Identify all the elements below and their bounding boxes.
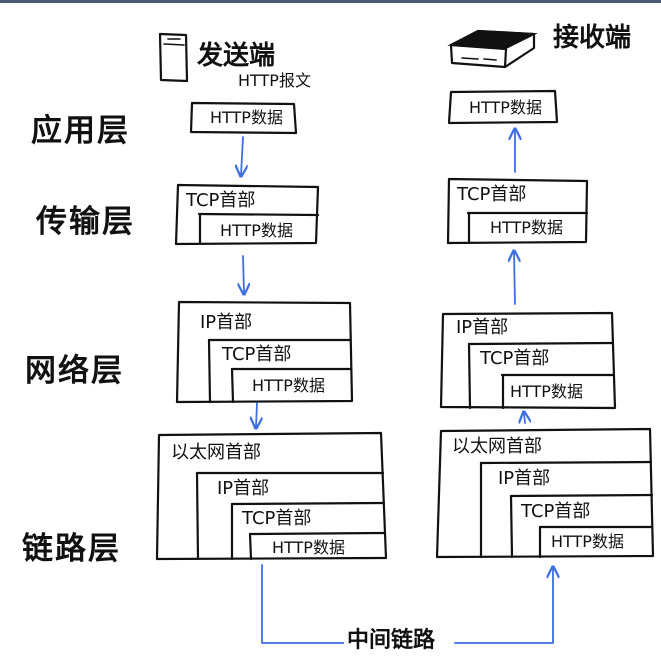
receiver-network-http-data: HTTP数据 (510, 382, 583, 401)
layer-label-transport: 传输层 (36, 204, 135, 240)
receiver-network-tcp-header: TCP首部 (480, 348, 550, 369)
receiver-transport-http-data: HTTP数据 (490, 218, 563, 237)
receiver-application-http-box (447, 89, 559, 125)
phone-icon (158, 32, 189, 83)
sender-link-http-data: HTTP数据 (272, 538, 345, 557)
receiver-flow-arrows (514, 130, 525, 424)
layer-label-application: 应用层 (31, 113, 130, 149)
sender-label: 发送端 (197, 41, 276, 71)
sender-link-ethernet-header: 以太网首部 (171, 442, 261, 463)
receiver-link-http-data: HTTP数据 (551, 532, 624, 551)
sender-app-http-data: HTTP数据 (210, 108, 283, 127)
http-message-label: HTTP报文 (238, 71, 311, 90)
sender-network-ip-header: IP首部 (200, 312, 253, 333)
receiver-label: 接收端 (553, 23, 632, 53)
sender-link-ip-header: IP首部 (217, 478, 270, 499)
sender-transport-tcp-header: TCP首部 (186, 190, 256, 211)
sender-flow-arrows (241, 136, 257, 427)
sender-transport-box (174, 183, 320, 246)
receiver-link-ethernet-header: 以太网首部 (452, 436, 542, 457)
intermediate-link-label: 中间链路 (344, 630, 439, 652)
receiver-transport-box (446, 177, 589, 245)
intermediate-link-path (261, 564, 553, 644)
layer-label-network: 网络层 (25, 353, 124, 389)
receiver-network-box (439, 311, 617, 410)
sender-transport-http-data: HTTP数据 (220, 221, 293, 240)
sender-network-tcp-header: TCP首部 (222, 344, 292, 365)
server-box-icon (447, 29, 538, 69)
sender-link-box (155, 431, 388, 561)
receiver-transport-tcp-header: TCP首部 (457, 184, 527, 205)
sender-link-tcp-header: TCP首部 (242, 508, 312, 529)
receiver-link-box (435, 427, 655, 559)
sender-network-box (175, 300, 354, 404)
sender-network-http-data: HTTP数据 (252, 376, 325, 395)
receiver-app-http-data: HTTP数据 (469, 98, 542, 117)
receiver-network-ip-header: IP首部 (456, 317, 509, 338)
receiver-link-ip-header: IP首部 (498, 468, 551, 489)
sender-application-http-box (189, 101, 298, 135)
receiver-link-tcp-header: TCP首部 (521, 501, 591, 522)
diagram-drawing (155, 29, 655, 644)
layer-label-link: 链路层 (22, 531, 121, 567)
